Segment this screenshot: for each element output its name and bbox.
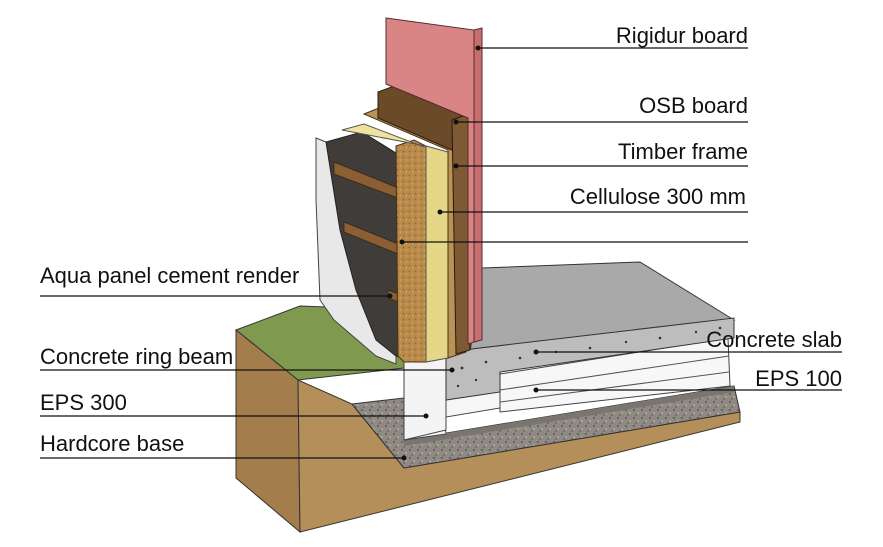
label-rigidur-board: Rigidur board: [616, 23, 748, 48]
cellulose-layer: [341, 123, 449, 363]
label-timber-frame: Timber frame: [618, 139, 748, 164]
label-eps-300: EPS 300: [40, 390, 127, 415]
label-eps-100: EPS 100: [755, 366, 842, 391]
leader-lines: [40, 45, 842, 461]
wood-fibre-board: [395, 139, 427, 363]
osb-board: [377, 85, 471, 355]
label-concrete-ring-beam: Concrete ring beam: [40, 344, 233, 369]
label-aqua-panel: Aqua panel cement render: [40, 263, 299, 288]
label-cellulose: Cellulose 300 mm: [570, 184, 746, 209]
label-hardcore-base: Hardcore base: [40, 431, 184, 456]
rigidur-board: [385, 17, 483, 345]
eps-100-layer: [499, 337, 731, 413]
label-osb-board: OSB board: [639, 93, 748, 118]
concrete-slab: [445, 261, 736, 401]
label-concrete-slab: Concrete slab: [706, 327, 842, 352]
